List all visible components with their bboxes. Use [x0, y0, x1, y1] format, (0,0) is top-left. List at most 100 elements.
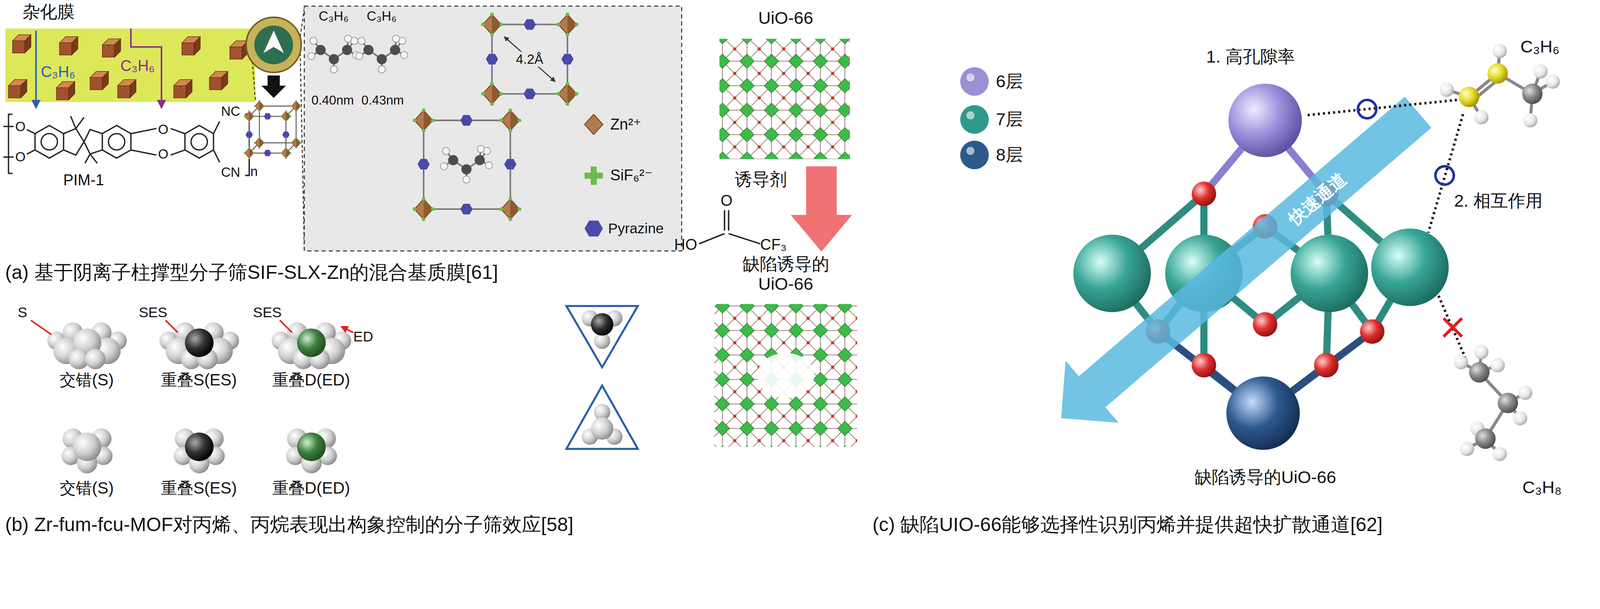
- membrane-part: [59, 36, 78, 55]
- feature-label: 2. 相互作用: [1453, 190, 1543, 211]
- propylene-propane-part: [1305, 100, 1463, 233]
- edge-label: 诱导剂: [734, 169, 787, 190]
- propylene-propane-part: [1475, 428, 1496, 450]
- membrane-part: [173, 79, 193, 98]
- mof-cube-part: [243, 146, 255, 159]
- inset-panel-part: [499, 108, 522, 133]
- repeat-index: n: [250, 163, 258, 180]
- defect-uio66-cluster-part: [1073, 234, 1151, 312]
- conformer-label: 重叠S(ES): [161, 478, 237, 498]
- structure-panel: 缺陷诱导的 UiO-66: [709, 252, 862, 452]
- conformer-molecules-part: [47, 322, 127, 370]
- university-logo-part: [263, 30, 285, 54]
- defect-uio66-cluster-part: [1359, 319, 1385, 344]
- inset-panel-part: [355, 35, 408, 74]
- propylene-propane-part: [1458, 86, 1480, 108]
- mof-cube-part: [243, 110, 255, 123]
- propylene-propane-part: [1487, 63, 1508, 84]
- membrane-part: [89, 71, 109, 90]
- pim1-structure-part: [244, 114, 249, 176]
- inset-panel-part: [561, 53, 574, 65]
- structure-panel: UiO-66: [714, 6, 858, 164]
- conformer-molecules-part: [286, 428, 337, 474]
- membrane-part: [56, 81, 75, 100]
- conformer-molecules-part: [271, 322, 352, 370]
- legend-shape: [584, 166, 604, 185]
- inset-panel-part: [304, 6, 682, 251]
- propylene-propane-part: [1474, 110, 1489, 125]
- inset-panel-part: [523, 88, 536, 99]
- mof-cube-part: [280, 146, 292, 159]
- legend-swatch: [583, 165, 605, 187]
- pim1-structure-part: [108, 133, 125, 150]
- legend-swatch: [583, 218, 605, 239]
- legend-swatch: [959, 66, 990, 97]
- mof-cube-part: [263, 149, 272, 157]
- propylene-propane-part: [1446, 50, 1553, 121]
- pim1-structure-part: [63, 128, 85, 155]
- pim1-structure-part: [35, 125, 64, 159]
- conformer-molecules-part: [159, 322, 239, 370]
- defect-uio66-cluster-part: [1191, 181, 1217, 207]
- dimension: 4.2Å: [514, 51, 546, 67]
- legend-shape: [960, 67, 989, 97]
- inset-panel-part: [523, 19, 536, 30]
- conformer-molecules-part: [566, 305, 638, 368]
- view-label: SES: [253, 303, 282, 321]
- inset-panel-part: [504, 36, 555, 82]
- university-logo-part: [261, 75, 287, 99]
- inset-panel: [304, 6, 682, 251]
- pim1-structure-part: [191, 133, 208, 150]
- university-logo-part: [254, 25, 293, 65]
- legend-text: Zn²⁺: [610, 115, 642, 134]
- gas-label: C₃H₆: [366, 8, 397, 25]
- legend-shape: [960, 104, 989, 134]
- mof-cube-part: [253, 100, 265, 113]
- caption: (a) 基于阴离子柱撑型分子筛SIF-SLX-Zn的混合基质膜[61]: [5, 261, 499, 284]
- pim1-structure-part: [184, 125, 214, 159]
- mof-cube-part: [290, 136, 302, 149]
- membrane-part: [8, 79, 27, 98]
- structure-label: UiO-66: [729, 6, 842, 28]
- conformer-molecules-part: [590, 313, 614, 336]
- pim1-structure-part: [85, 154, 98, 164]
- propylene-propane-part: [1443, 318, 1462, 337]
- structure-label: 缺陷诱导的UiO-66: [1194, 467, 1337, 488]
- membrane-part: [181, 36, 201, 55]
- pim1-structure-part: [130, 128, 157, 155]
- defect-uio66-cluster-part: [1226, 376, 1300, 450]
- inset-panel-part: [491, 24, 568, 95]
- propylene-propane-part: [1490, 357, 1505, 373]
- propylene-propane-part: [1512, 411, 1527, 426]
- inset-panel-part: [499, 196, 522, 222]
- membrane-part: [117, 79, 136, 98]
- gas-label: C₃H₆: [1520, 36, 1560, 57]
- conformer-molecules-part: [296, 328, 326, 358]
- propylene-propane-part: [1357, 100, 1377, 119]
- inset-panel-part: [440, 145, 493, 184]
- propylene-propane-part: [1523, 113, 1538, 128]
- conformer-label: 交错(S): [59, 370, 114, 390]
- conformer-molecules-part: [61, 428, 113, 474]
- legend-text: 7层: [995, 109, 1023, 130]
- view-label: S: [17, 303, 28, 321]
- conformer-label: 重叠D(ED): [272, 370, 350, 390]
- legend-highlight: [966, 73, 975, 82]
- uio66-structure: [714, 38, 858, 447]
- tfa-structure-part: [698, 210, 761, 244]
- inset-panel-part: [481, 12, 504, 37]
- pim1-structure-part: [170, 128, 185, 155]
- atom-label: NC: [221, 103, 241, 120]
- conformer-label: 重叠S(ES): [161, 370, 237, 390]
- inset-panel-part: [481, 81, 504, 107]
- propylene-propane-part: [1474, 344, 1489, 359]
- atom-label: O: [158, 146, 169, 162]
- legend-swatch: [959, 139, 990, 171]
- legend-swatch: [959, 104, 990, 135]
- defect-uio66-cluster-part: [1061, 96, 1432, 423]
- legend-text: SiF₆²⁻: [610, 166, 653, 185]
- conformer-molecules-part: [184, 328, 214, 358]
- channel-label: 快速通道: [1284, 168, 1351, 229]
- mof-cube-part: [245, 131, 253, 139]
- defect-uio66-cluster-part: [1313, 353, 1339, 378]
